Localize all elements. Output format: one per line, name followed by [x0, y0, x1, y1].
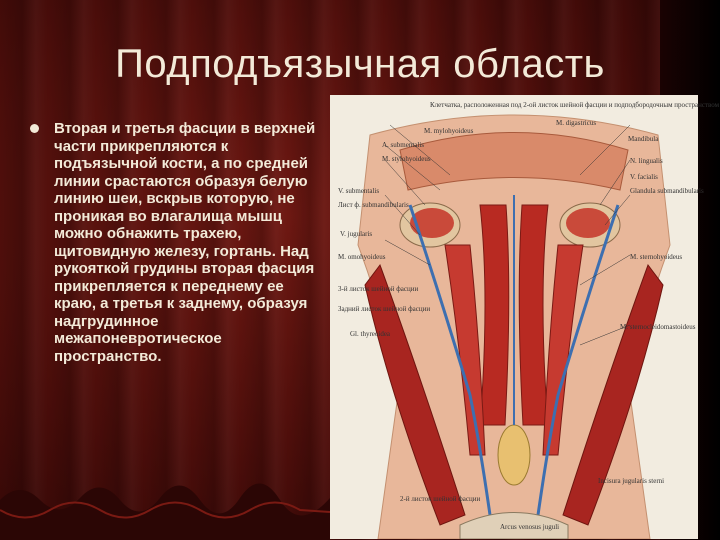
figure-label: N. lingualis — [630, 157, 663, 165]
figure-label: M. omohyoideus — [338, 253, 386, 261]
figure-label: Arcus venosus juguli — [500, 523, 560, 531]
curtain-drape — [0, 483, 330, 540]
figure-label: A. submentalis — [382, 141, 424, 149]
figure-label: 3-й листок шейной фасции — [338, 285, 419, 293]
figure-label: M. mylohyoideus — [424, 127, 474, 135]
figure-label: Лист ф. submandibularis — [338, 201, 409, 209]
figure-label: Mandibula — [628, 135, 659, 143]
figure-label: M. stylohyoideus — [382, 155, 431, 163]
figure-label: V. submentalis — [338, 187, 380, 195]
figure-label: V. jugularis — [340, 230, 373, 238]
figure-label: M. digastricus — [556, 119, 597, 127]
neck-anatomy-drawing — [357, 114, 671, 539]
figure-label-top: Клетчатка, расположенная под 2-ой листок… — [430, 101, 720, 109]
figure-label: V. facialis — [630, 173, 658, 181]
figure-label: Glandula submandibularis — [630, 187, 704, 195]
figure-label: Gl. thyreoidea — [350, 330, 391, 338]
bullet-icon — [30, 124, 39, 133]
bullet-text: Вторая и третья фасции в верхней части п… — [54, 120, 316, 365]
anatomy-illustration: Клетчатка, расположенная под 2-ой листок… — [330, 95, 719, 539]
figure-label: M. sternohyoideus — [630, 253, 683, 261]
figure-label: 2-й листок шейной фасции — [400, 495, 481, 503]
slide-title: Подподъязычная область — [115, 42, 605, 86]
figure-label: Incisura jugularis sterni — [598, 477, 665, 485]
figure-label: M. sternocleidomastoideus — [620, 323, 696, 331]
figure-label: Задний листок шейной фасции — [338, 305, 431, 313]
